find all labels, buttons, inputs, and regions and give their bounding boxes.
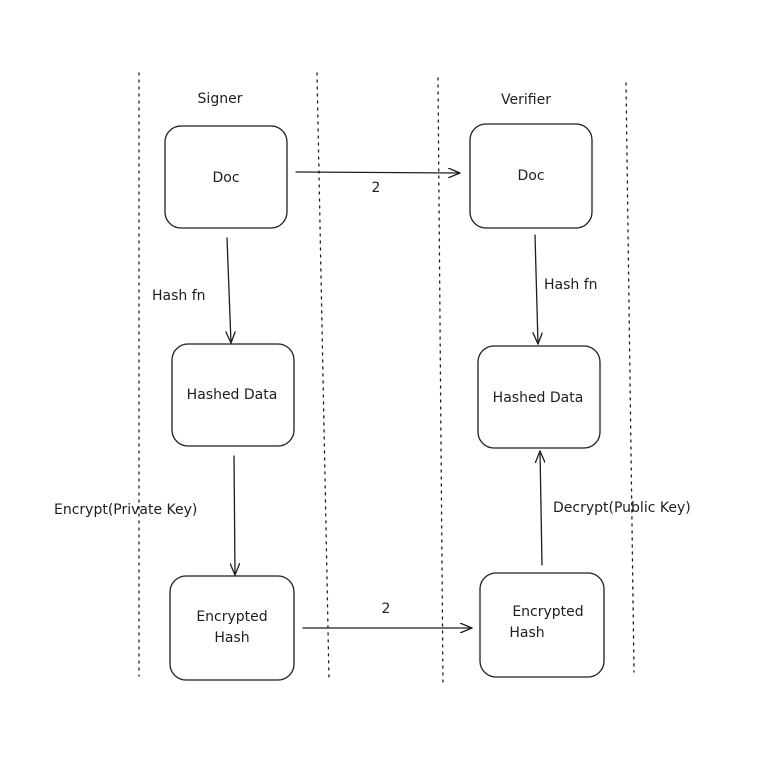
verifier-encrypted-hash-node[interactable]: Encrypted Hash [479,572,605,678]
doc-transfer-arrow [295,172,461,173]
encrypt-label: Encrypt(Private Key) [54,502,197,518]
signer-hashed-data-node[interactable]: Hashed Data [171,343,295,447]
signer-hash-fn-label: Hash fn [152,288,206,304]
verifier-hash-fn-arrow [535,234,538,345]
verifier-hashed-data-box [477,345,601,449]
hash-transfer-label: 2 [382,601,391,617]
verifier-lane-title: Verifier [501,92,551,108]
signer-hashed-data-label: Hashed Data [187,387,278,403]
lane-divider-4 [625,82,635,673]
signer-lane-title: Signer [198,91,243,107]
signer-doc-label: Doc [212,170,239,186]
verifier-doc-node[interactable]: Doc [469,123,593,229]
signer-encrypted-hash-label-line2: Hash [214,630,249,646]
decrypt-arrow [540,450,542,566]
signer-doc-node[interactable]: Doc [164,125,288,229]
verifier-encrypted-hash-label-line2: Hash [509,625,544,641]
signer-encrypted-hash-node[interactable]: Encrypted Hash [169,575,295,681]
signer-encrypted-hash-box [169,575,295,681]
lane-divider-3 [437,77,444,687]
doc-transfer-label: 2 [372,180,381,196]
signer-encrypted-hash-label-line1: Encrypted [196,609,267,625]
encrypt-arrow [234,455,235,576]
decrypt-label: Decrypt(Public Key) [553,500,691,516]
lane-divider-2 [316,72,330,681]
verifier-hashed-data-label: Hashed Data [493,390,584,406]
signer-doc-box [164,125,288,229]
verifier-doc-label: Doc [517,168,544,184]
signer-hash-fn-arrow [227,237,231,344]
signer-hashed-data-box [171,343,295,447]
verifier-encrypted-hash-label-line1: Encrypted [512,604,583,620]
verifier-hashed-data-node[interactable]: Hashed Data [477,345,601,449]
verifier-hash-fn-label: Hash fn [544,277,598,293]
verifier-doc-box [469,123,593,229]
verifier-encrypted-hash-box [479,572,605,678]
